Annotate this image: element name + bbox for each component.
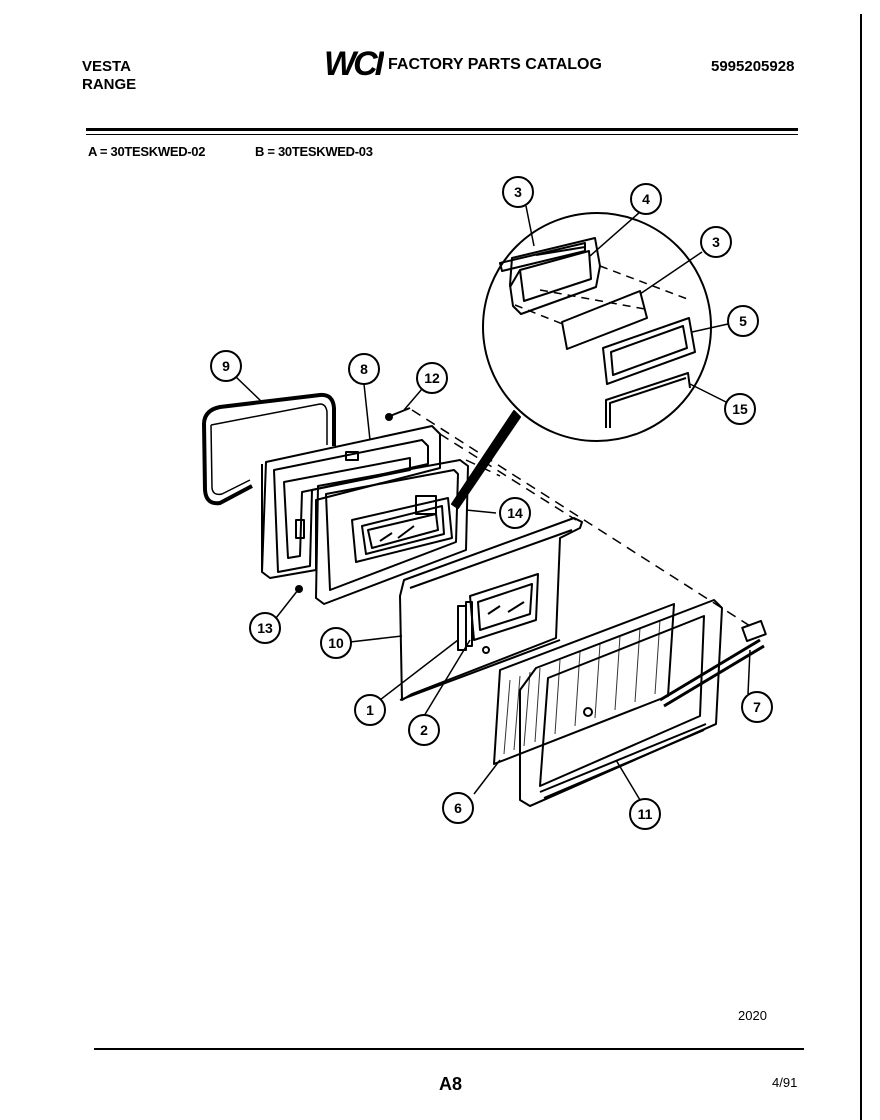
part-10-door-panel [399, 517, 583, 701]
callout-12-circle [416, 362, 448, 394]
wci-logo: WCI [322, 45, 389, 83]
wci-logo-text: WCI [324, 45, 384, 79]
leader-1 [379, 639, 459, 701]
leader-12 [403, 388, 423, 411]
leader-15 [689, 383, 727, 403]
callout-4-circle [630, 183, 662, 215]
part-8-inner-liner [261, 425, 441, 579]
brand-line-1: VESTA [82, 58, 131, 75]
leader-11 [615, 759, 641, 801]
callout-6-circle [442, 792, 474, 824]
callout-7-circle [741, 691, 773, 723]
callout-9-circle [210, 350, 242, 382]
detail-frame-4 [509, 237, 601, 315]
leader-7 [747, 649, 751, 695]
callout-3-top-circle [502, 176, 534, 208]
footer-rule [94, 1048, 804, 1050]
leader-3-mid [639, 251, 703, 295]
part-6-insulation [493, 603, 675, 765]
detail-pointer [451, 410, 521, 509]
header-rule-thick [86, 128, 798, 131]
callout-3-mid-label: 3 [712, 234, 720, 250]
page-number: A8 [439, 1074, 463, 1094]
callout-13-circle [249, 612, 281, 644]
part-12-screw [385, 407, 411, 421]
leader-8 [363, 383, 371, 441]
callout-15-circle [724, 393, 756, 425]
leader-2 [423, 639, 471, 717]
leader-5 [691, 323, 729, 333]
callout-6-label: 6 [454, 800, 462, 816]
leader-3-top [525, 205, 535, 247]
model-a: A = 30TESKWED-02 [88, 144, 206, 159]
callout-4-label: 4 [642, 191, 650, 207]
detail-glass-3-top [499, 242, 586, 272]
callout-2-circle [408, 714, 440, 746]
part-7-handle-bar [659, 620, 767, 708]
callout-11-label: 11 [638, 806, 653, 822]
model-b: B = 30TESKWED-03 [255, 144, 373, 159]
part-11-outer-frame [519, 599, 723, 807]
figure-code: 2020 [738, 1008, 767, 1023]
detail-magnifier-circle [482, 212, 712, 442]
detail-glass-3-mid [561, 290, 648, 350]
catalog-number: 5995205928 [711, 58, 795, 75]
leader-4 [589, 211, 641, 257]
callout-8-circle [348, 353, 380, 385]
part-14-window-pack-panel [315, 459, 469, 605]
brand-line-2: RANGE [82, 76, 137, 93]
callout-3-mid-circle [700, 226, 732, 258]
part-9-gasket [202, 392, 336, 506]
callout-7-label: 7 [753, 699, 761, 715]
brand-name: VESTA RANGE [82, 58, 136, 94]
catalog-title: FACTORY PARTS CATALOG [388, 56, 602, 73]
callout-11-circle [629, 798, 661, 830]
callout-5-label: 5 [739, 313, 747, 329]
catalog-date: 4/91 [772, 1075, 798, 1090]
leader-10 [349, 635, 403, 643]
leader-14 [465, 509, 497, 514]
callout-8-label: 8 [360, 361, 368, 377]
callout-10-label: 10 [328, 635, 344, 651]
part-1-2-handle-brackets [457, 601, 490, 654]
callout-2-label: 2 [420, 722, 428, 738]
callout-10-circle [320, 627, 352, 659]
header-rule-thin [86, 134, 798, 135]
page-right-border [860, 14, 862, 1120]
leader-6 [473, 759, 501, 795]
callout-1-circle [354, 694, 386, 726]
callout-9-label: 9 [222, 358, 230, 374]
detail-frame-5 [602, 317, 696, 385]
leader-9 [235, 376, 263, 403]
leader-13 [275, 589, 299, 619]
callout-13-label: 13 [257, 620, 273, 636]
callout-14-label: 14 [507, 505, 523, 521]
callout-5-circle [727, 305, 759, 337]
callout-14-circle [499, 497, 531, 529]
callout-15-label: 15 [732, 401, 748, 417]
callout-1-label: 1 [366, 702, 374, 718]
detail-seal-15 [605, 372, 691, 428]
callout-3-top-label: 3 [514, 184, 522, 200]
callout-12-label: 12 [424, 370, 440, 386]
